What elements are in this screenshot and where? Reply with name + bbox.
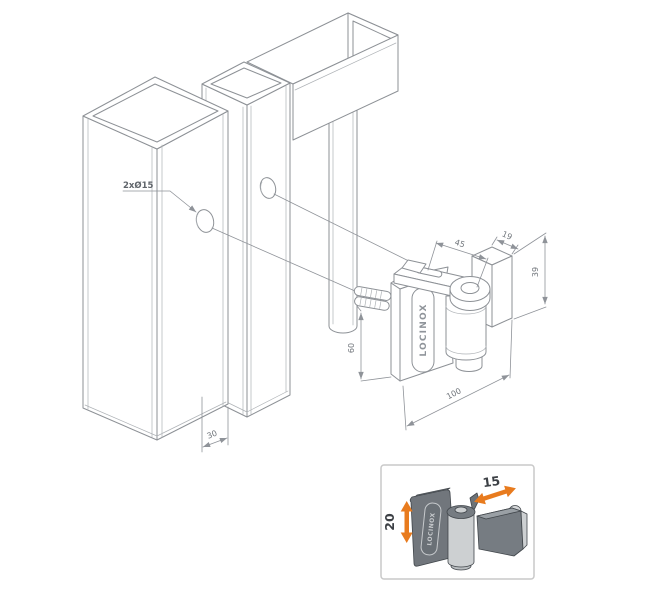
mounting-hole-2	[259, 177, 277, 199]
brand-text: LOCINOX	[419, 303, 429, 356]
dimension-19: 19	[491, 230, 519, 255]
inset-dim-20-label: 20	[382, 513, 397, 531]
hinge-boss	[449, 276, 491, 311]
dimension-45: 45	[427, 238, 489, 288]
hinge-pin	[353, 286, 392, 311]
gate-frame-tube	[246, 12, 399, 141]
dim-19-label: 19	[501, 230, 514, 242]
inset-dim-15-label: 15	[482, 473, 501, 490]
arm-tab	[401, 259, 427, 274]
dim-60-label: 60	[347, 343, 356, 353]
horizontal-adjust-arrow-icon	[474, 485, 516, 505]
dim-39-label: 39	[531, 267, 540, 277]
locinox-plate: LOCINOX	[411, 287, 435, 373]
dimension-39: 39	[513, 232, 548, 320]
dim-45-label: 45	[454, 238, 466, 250]
inset-brand-text: LOCINOX	[426, 512, 436, 546]
dimension-30: 30	[201, 396, 229, 453]
boss-hole	[460, 282, 480, 294]
dim-30-label: 30	[206, 429, 219, 441]
dimension-60: 60	[347, 305, 392, 382]
inset-box: LOCINOX 20 15	[380, 464, 535, 580]
mounting-hole-1	[195, 209, 215, 233]
vertical-adjust-arrow-icon	[400, 501, 413, 543]
hinge: LOCINOX	[353, 246, 513, 382]
dim-100-label: 100	[445, 386, 463, 401]
round-bar	[328, 99, 358, 334]
left-post	[82, 76, 229, 441]
holes-callout-label: 2xØ15	[123, 180, 154, 191]
hinge-barrel	[445, 295, 487, 361]
inset-hinge: LOCINOX	[409, 487, 528, 571]
inset-hinge-body: LOCINOX	[409, 487, 455, 567]
holes-callout: 2xØ15	[122, 180, 197, 213]
